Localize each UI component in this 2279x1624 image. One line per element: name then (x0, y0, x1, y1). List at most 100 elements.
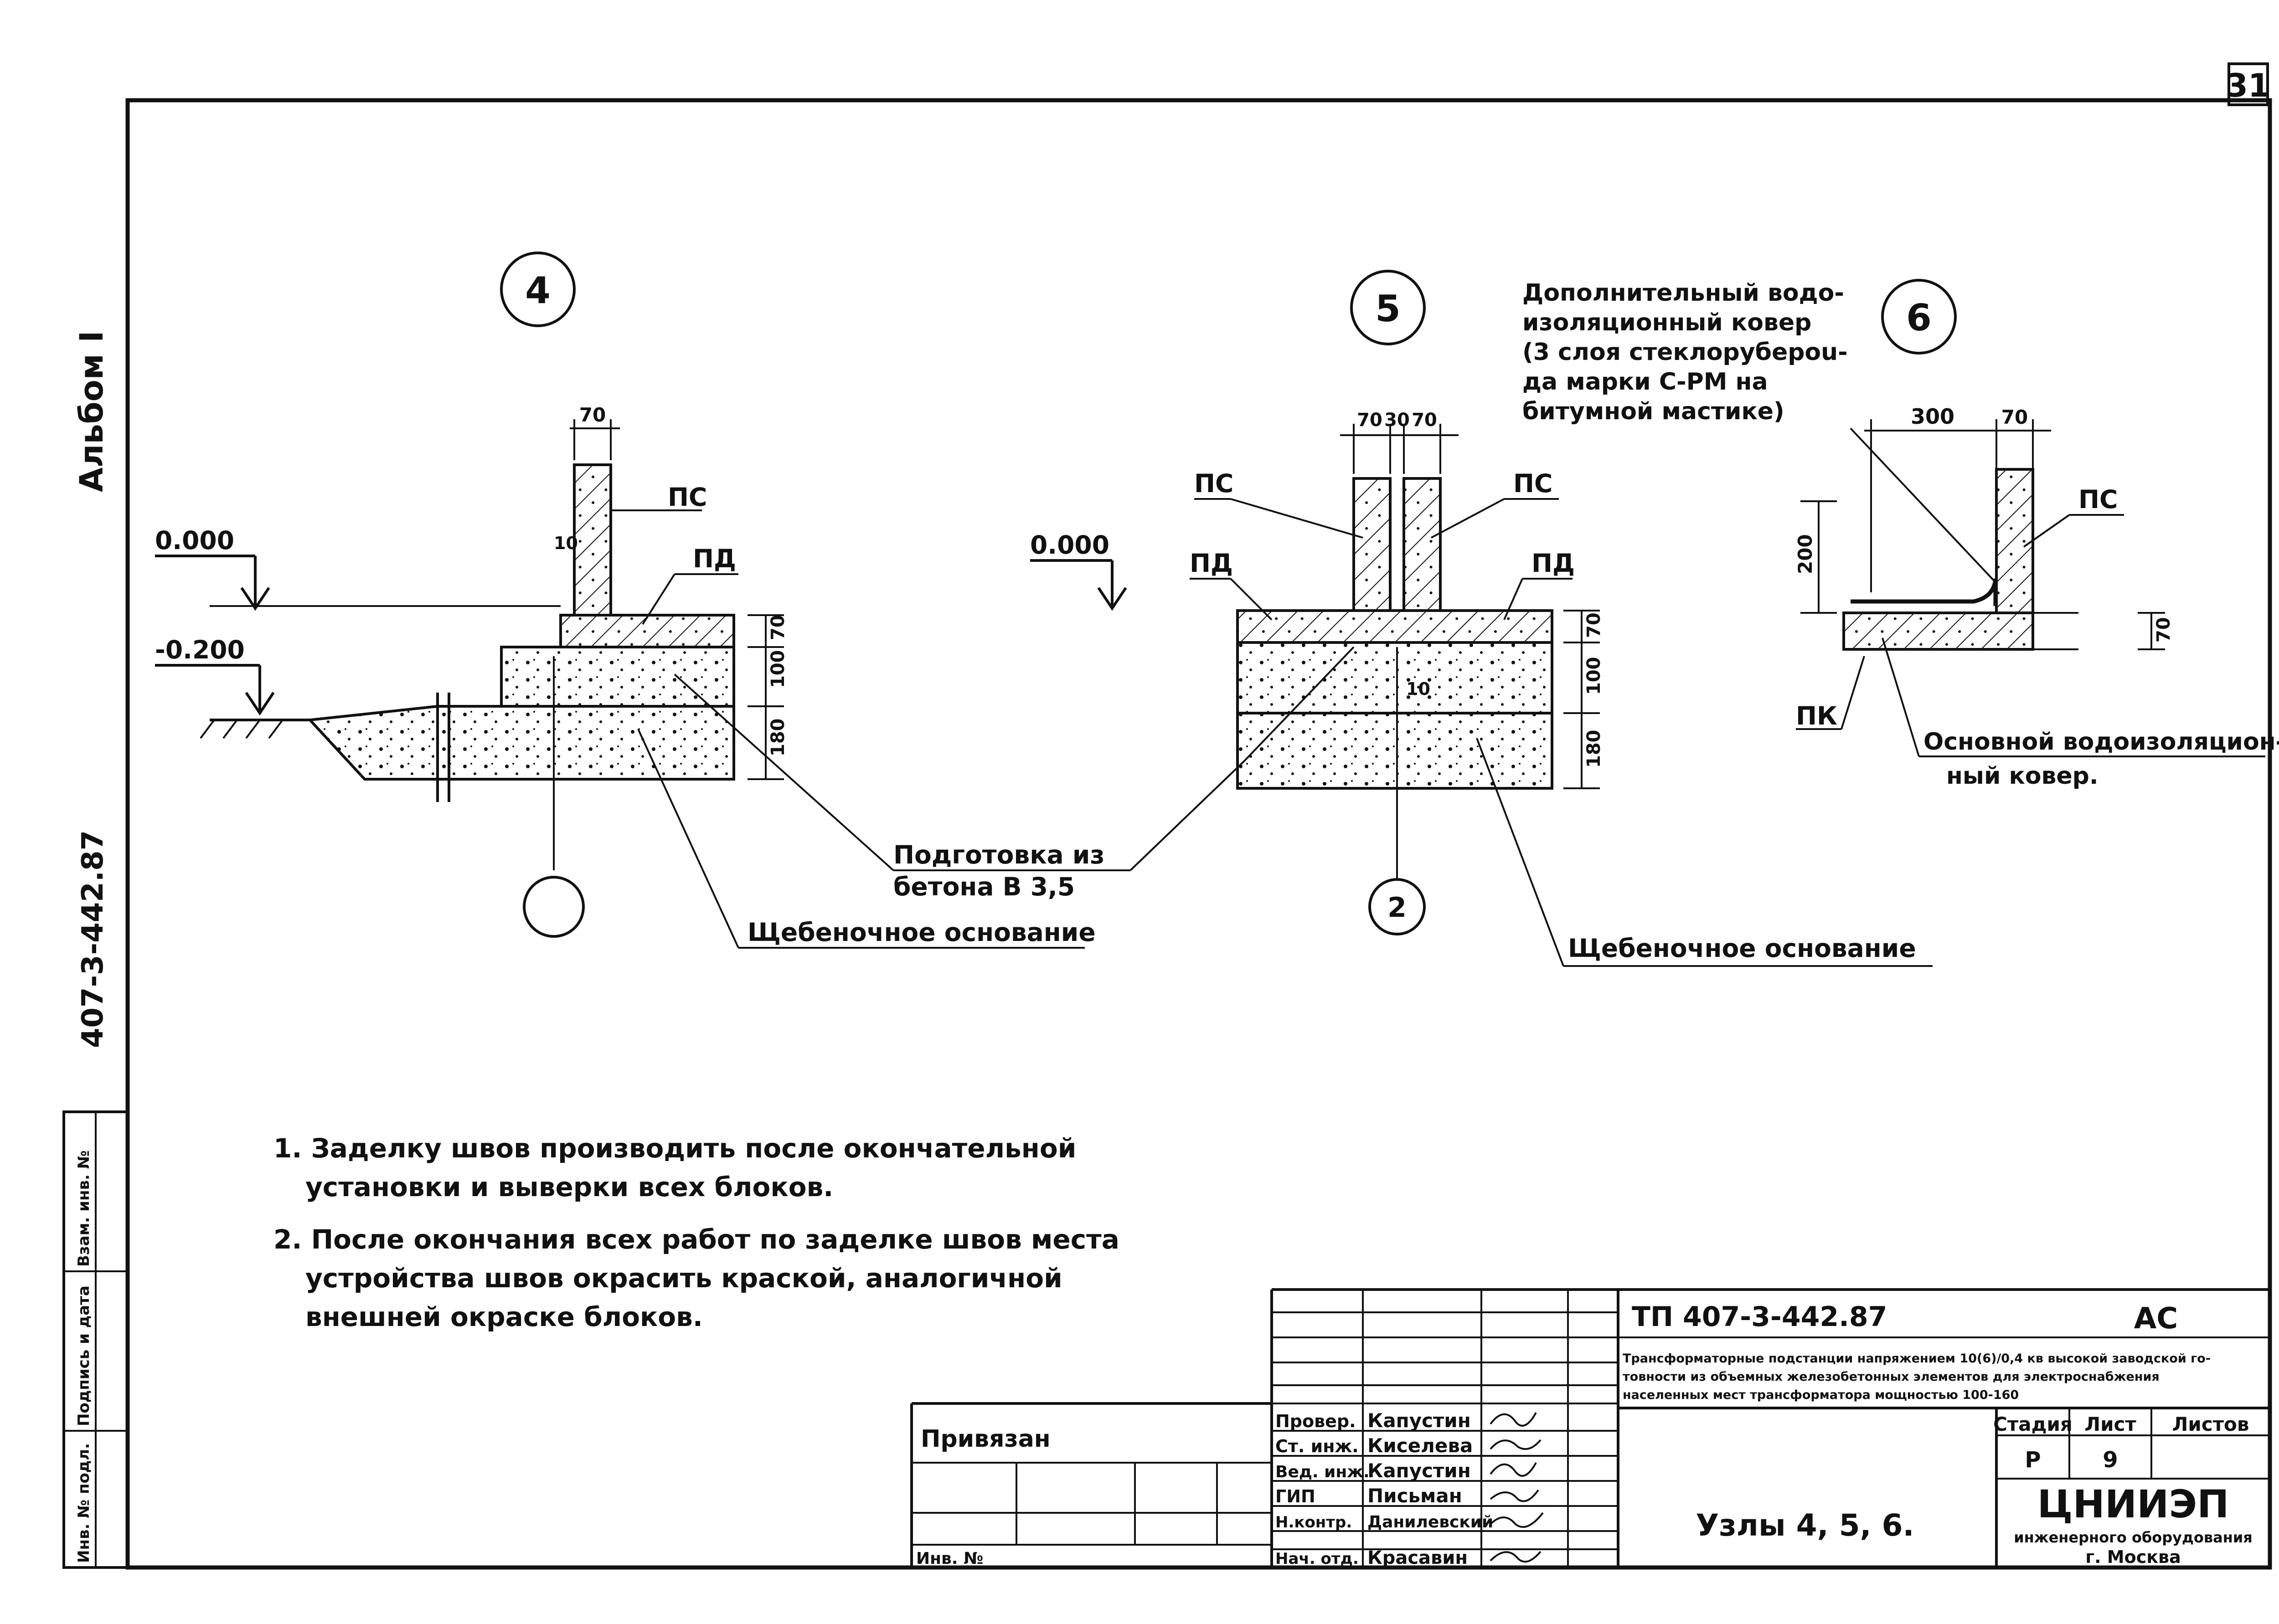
node-4-marker (500, 252, 576, 327)
org-city: г. Москва (2085, 1547, 2181, 1567)
node-4-gravel (307, 705, 735, 781)
svg-text:Лист: Лист (2084, 1413, 2136, 1435)
svg-text:Капустин: Капустин (1367, 1460, 1471, 1482)
svg-text:Н.контр.: Н.контр. (1275, 1513, 1352, 1531)
svg-text:2: 2 (1387, 892, 1407, 924)
notes: 1. Заделку швов производить после оконча… (273, 1133, 1119, 1332)
node-4-ref-marker (523, 876, 585, 938)
svg-text:Вед. инж.: Вед. инж. (1275, 1463, 1370, 1481)
callout-main-carpet-2: ный ковер. (1946, 762, 2099, 790)
svg-text:100: 100 (1583, 657, 1604, 695)
svg-text:Стадия: Стадия (1993, 1413, 2073, 1435)
node-6-label-pk: ПК (1796, 701, 1837, 730)
org-name: ЦНИИЭП (2037, 1482, 2229, 1526)
svg-text:Нач. отд.: Нач. отд. (1275, 1550, 1359, 1568)
node-6-slab (1842, 612, 2034, 651)
svg-text:6: 6 (1906, 297, 1932, 339)
side-stamp-inv: Инв. № подл. (75, 1443, 93, 1563)
signature (1490, 1551, 1542, 1563)
project-description-1: Трансформаторные подстанции напряжением … (1623, 1352, 2211, 1366)
node-4: 4 0.000 -0.200 70 10 ПС (155, 252, 789, 938)
album-label: Альбом I (73, 331, 110, 492)
sheet-title: Узлы 4, 5, 6. (1696, 1508, 1914, 1543)
node-5-marker (1350, 270, 1426, 345)
node-5-label-pd-left: ПД (1190, 549, 1233, 578)
project-description-3: населенных мест трансформатора мощностью… (1623, 1388, 2019, 1402)
callout-main-carpet-1: Основной водоизоляцион- (1923, 728, 2279, 755)
node-6-carpet (1851, 578, 1998, 606)
svg-text:100: 100 (768, 650, 789, 689)
node-5-concrete (1236, 641, 1553, 714)
callout-gravel-base-1: Щебеночное основание (748, 918, 1096, 947)
side-stamp-replace: Взам. инв. № (75, 1150, 93, 1267)
svg-text:5: 5 (1375, 288, 1401, 330)
node-5-gravel (1236, 712, 1553, 790)
svg-text:300: 300 (1911, 404, 1954, 429)
svg-text:70: 70 (2153, 617, 2174, 642)
side-code: 407-3-442.87 (76, 830, 110, 1048)
svg-text:70: 70 (768, 615, 789, 640)
svg-text:Письман: Письман (1367, 1485, 1462, 1507)
svg-text:да марки С-РМ на: да марки С-РМ на (1522, 368, 1768, 396)
callout-extra-carpet: Дополнительный водо- изоляционный ковер … (1522, 279, 1997, 584)
svg-text:70: 70 (2001, 406, 2028, 428)
svg-text:10: 10 (1406, 679, 1430, 699)
note-2-line-1: 2. После окончания всех работ по заделке… (273, 1224, 1119, 1255)
svg-text:Киселева: Киселева (1367, 1434, 1473, 1457)
bound-label: Привязан (921, 1425, 1051, 1453)
svg-text:10: 10 (554, 533, 578, 553)
side-stamp-sign: Подпись и дата (75, 1285, 93, 1426)
stage-value: Р (2025, 1447, 2041, 1473)
callout-gravel-base-2: Щебеночное основание (1568, 934, 1916, 963)
node-5-label-ps-left: ПС (1194, 469, 1233, 498)
node-4-level-top: 0.000 (155, 526, 234, 555)
note-2-line-3: внешней окраске блоков. (305, 1301, 703, 1332)
svg-text:30: 30 (1384, 410, 1410, 431)
svg-text:Провер.: Провер. (1275, 1411, 1356, 1431)
signature (1490, 1439, 1542, 1450)
node-4-label-ps: ПС (668, 483, 707, 512)
node-6-label-ps: ПС (2078, 485, 2118, 514)
note-1-line-2: установки и выверки всех блоков. (305, 1172, 833, 1203)
svg-text:4: 4 (525, 269, 551, 312)
signature (1490, 1512, 1544, 1528)
svg-text:ГИП: ГИП (1275, 1486, 1315, 1506)
signature (1490, 1489, 1539, 1502)
project-code: ТП 407-3-442.87 (1632, 1301, 1887, 1333)
svg-text:битумной мастике): битумной мастике) (1522, 398, 1784, 425)
svg-text:Капустин: Капустин (1367, 1409, 1471, 1432)
note-2-line-2: устройства швов окрасить краской, аналог… (305, 1263, 1062, 1294)
node-5-wall-left (1352, 477, 1392, 612)
sheet-value: 9 (2103, 1447, 2118, 1473)
svg-text:изоляционный ковер: изоляционный ковер (1522, 309, 1811, 336)
svg-text:Красавин: Красавин (1367, 1547, 1468, 1568)
svg-text:Данилевский: Данилевский (1367, 1513, 1493, 1531)
inv-label: Инв. № (916, 1549, 983, 1568)
callout-concrete-prep-1: Подготовка из (893, 840, 1104, 869)
node-5-ref-marker (1368, 878, 1426, 935)
signature (1490, 1462, 1537, 1477)
svg-text:70: 70 (1357, 410, 1382, 431)
svg-text:Ст. инж.: Ст. инж. (1275, 1436, 1359, 1456)
node-4-slab (559, 614, 735, 648)
callout-concrete-prep-2: бетона В 3,5 (893, 872, 1075, 901)
project-description-2: товности из объемных железобетонных элем… (1623, 1370, 2160, 1384)
svg-text:180: 180 (1583, 730, 1604, 768)
sheet-frame (125, 98, 2272, 1570)
node-6-wall (1995, 468, 2034, 614)
node-5-wall-right (1402, 477, 1442, 612)
org-sub: инженерного оборудования (2014, 1529, 2253, 1546)
title-block: Привязан Инв. № Провер. Капустин Ст. инж… (910, 1288, 2270, 1568)
sheet-number: 31 (2226, 67, 2270, 104)
svg-text:(3 слоя стеклорубероu-: (3 слоя стеклорубероu- (1522, 339, 1848, 366)
node-4-label-pd: ПД (693, 544, 736, 573)
node-5-label-pd-right: ПД (1531, 549, 1575, 578)
svg-text:180: 180 (768, 719, 789, 757)
node-5-level-top: 0.000 (1030, 530, 1109, 560)
svg-text:200: 200 (1794, 534, 1816, 574)
svg-text:70: 70 (579, 404, 606, 426)
note-1-line-1: 1. Заделку швов производить после оконча… (273, 1133, 1076, 1164)
node-4-wall (573, 463, 612, 617)
node-5-label-ps-right: ПС (1513, 469, 1552, 498)
